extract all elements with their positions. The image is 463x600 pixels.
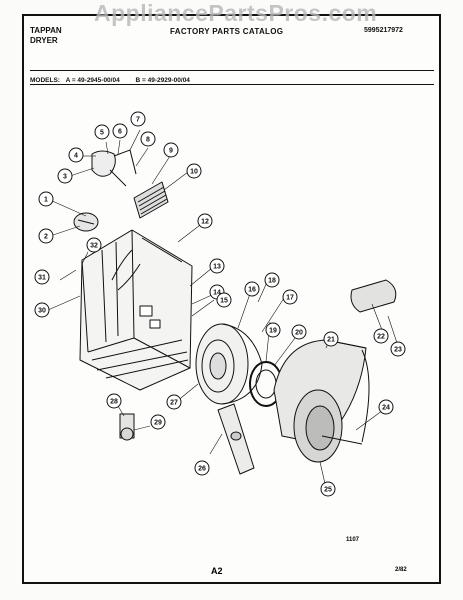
- svg-text:1: 1: [44, 197, 48, 204]
- svg-text:24: 24: [382, 405, 390, 412]
- callout-25: 25: [320, 481, 336, 497]
- callout-28: 28: [106, 393, 122, 409]
- callout-16: 16: [244, 281, 260, 297]
- svg-text:7: 7: [136, 117, 140, 124]
- models-label: MODELS:: [30, 77, 60, 84]
- callout-31: 31: [34, 269, 50, 285]
- callout-18: 18: [264, 272, 280, 288]
- header-rule-top: [30, 70, 434, 71]
- tumbler-drum: [273, 339, 370, 463]
- callout-8: 8: [140, 131, 156, 147]
- motor-switch-assembly: [91, 149, 137, 187]
- product-type: DRYER: [30, 36, 58, 45]
- svg-text:26: 26: [198, 466, 206, 473]
- models-line: MODELS: A = 49-2945-00/04 B = 49-2929-00…: [30, 76, 204, 85]
- watermark: AppliancePartsPros.com: [94, 0, 378, 26]
- callout-12: 12: [197, 213, 213, 229]
- svg-text:30: 30: [38, 308, 46, 315]
- brand-name: TAPPAN: [30, 26, 62, 35]
- callout-2: 2: [38, 228, 54, 244]
- baffle: [350, 279, 397, 313]
- callout-labels: 1 2 3 4 5 6 7 8 9 10 12 13 14 15 16 17 1…: [34, 111, 406, 497]
- svg-text:28: 28: [110, 399, 118, 406]
- svg-text:23: 23: [394, 347, 402, 354]
- svg-text:32: 32: [90, 243, 98, 250]
- svg-text:6: 6: [118, 129, 122, 136]
- callout-32: 32: [86, 237, 102, 253]
- svg-text:16: 16: [248, 287, 256, 294]
- svg-text:20: 20: [295, 330, 303, 337]
- model-a: A = 49-2945-00/04: [65, 77, 120, 84]
- front-bulkhead: [195, 323, 263, 405]
- callout-6: 6: [112, 123, 128, 139]
- callout-24: 24: [378, 399, 394, 415]
- svg-text:13: 13: [213, 264, 221, 271]
- reference-code: 1107: [346, 537, 360, 543]
- callout-27: 27: [166, 394, 182, 410]
- callout-23: 23: [390, 341, 406, 357]
- catalog-number: 5995217972: [364, 27, 403, 34]
- svg-text:31: 31: [38, 275, 46, 282]
- svg-text:2: 2: [44, 234, 48, 241]
- idler-bracket: [217, 403, 255, 475]
- callout-5: 5: [94, 124, 110, 140]
- callout-3: 3: [57, 168, 73, 184]
- svg-text:29: 29: [154, 420, 162, 427]
- callout-17: 17: [282, 289, 298, 305]
- callout-13: 13: [209, 258, 225, 274]
- svg-text:21: 21: [327, 337, 335, 344]
- foot-bracket: [119, 413, 135, 441]
- svg-text:27: 27: [170, 400, 178, 407]
- svg-text:5: 5: [100, 130, 104, 137]
- svg-text:17: 17: [286, 295, 294, 302]
- svg-text:12: 12: [201, 219, 209, 226]
- exploded-parts-diagram: 1 2 3 4 5 6 7 8 9 10 12 13 14 15 16 17 1…: [34, 111, 406, 497]
- model-b: B = 49-2929-00/04: [135, 77, 190, 84]
- svg-text:14: 14: [213, 290, 221, 297]
- callout-21: 21: [323, 331, 339, 347]
- svg-text:25: 25: [324, 487, 332, 494]
- callout-10: 10: [186, 163, 202, 179]
- callout-9: 9: [163, 142, 179, 158]
- svg-text:9: 9: [169, 148, 173, 155]
- callout-30: 30: [34, 302, 50, 318]
- callout-29: 29: [150, 414, 166, 430]
- page-label: A2: [211, 566, 223, 576]
- callout-19: 19: [265, 322, 281, 338]
- svg-text:22: 22: [377, 334, 385, 341]
- callout-4: 4: [68, 147, 84, 163]
- svg-text:3: 3: [63, 174, 67, 181]
- svg-text:19: 19: [269, 328, 277, 335]
- svg-text:4: 4: [74, 153, 78, 160]
- callout-20: 20: [291, 324, 307, 340]
- callout-1: 1: [38, 191, 54, 207]
- callout-7: 7: [130, 111, 146, 127]
- svg-text:18: 18: [268, 278, 276, 285]
- callout-22: 22: [373, 328, 389, 344]
- vent-grille: [133, 181, 169, 219]
- callout-26: 26: [194, 460, 210, 476]
- cabinet-frame: [79, 229, 193, 391]
- svg-text:10: 10: [190, 169, 198, 176]
- catalog-title: FACTORY PARTS CATALOG: [170, 27, 284, 36]
- callout-15: 15: [216, 292, 232, 308]
- control-knob: [73, 212, 99, 232]
- svg-text:15: 15: [220, 298, 228, 305]
- svg-text:8: 8: [146, 137, 150, 144]
- date-code: 2/82: [395, 567, 407, 573]
- header-rule-bottom: [30, 84, 434, 85]
